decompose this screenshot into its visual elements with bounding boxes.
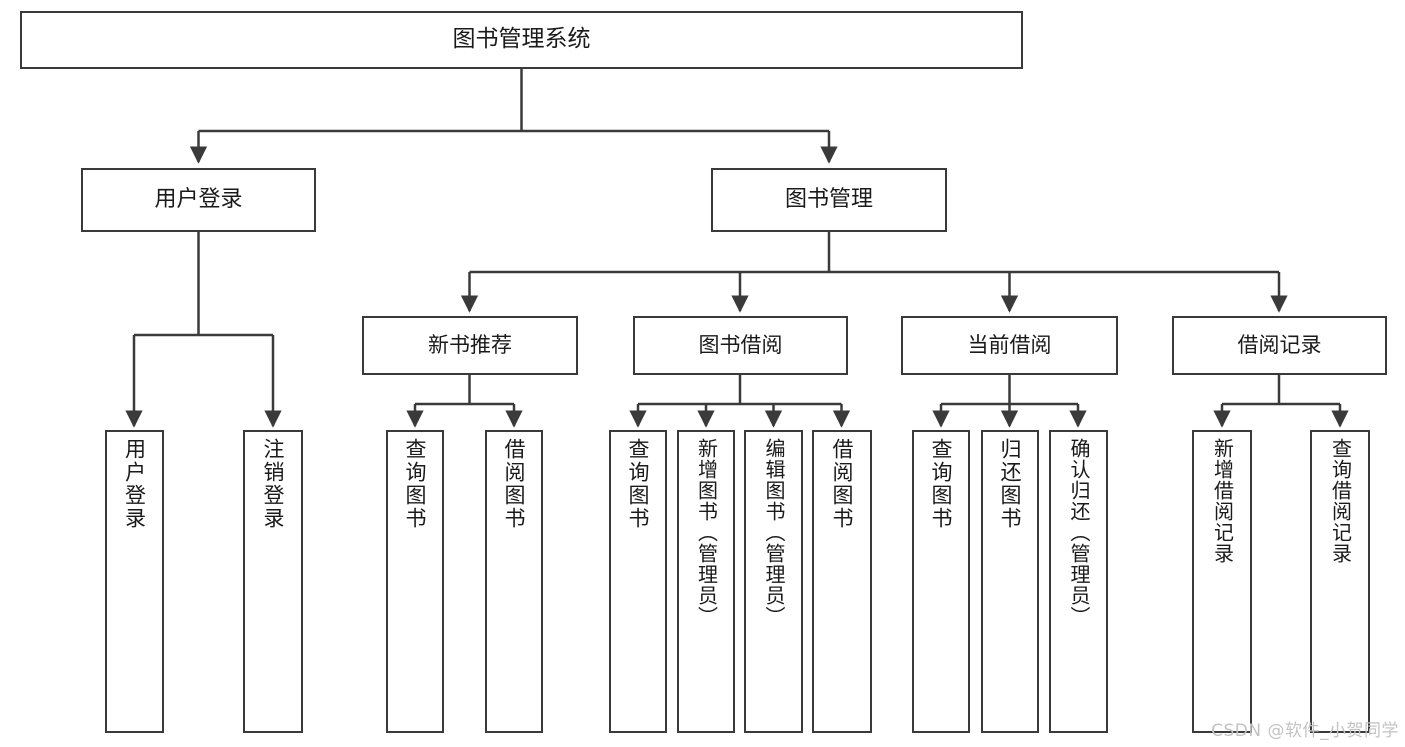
- node-root-system[interactable]: 图书管理系统: [20, 11, 1023, 69]
- node-current-borrow-label: 当前借阅: [967, 333, 1052, 358]
- node-borrow-record-label: 借阅记录: [1237, 333, 1322, 358]
- leaf-current-borrow-confirm[interactable]: 确认归还（管理员）: [1049, 430, 1108, 733]
- leaf-book-borrow-borrow[interactable]: 借阅图书: [812, 430, 872, 733]
- node-user-login[interactable]: 用户登录: [81, 168, 316, 232]
- leaf-book-borrow-query-label: 查询图书: [626, 438, 651, 530]
- leaf-user-login-signin-label: 用户登录: [122, 438, 147, 530]
- node-book-management[interactable]: 图书管理: [711, 168, 947, 232]
- csdn-watermark: CSDN @软件_小贺同学: [1211, 721, 1399, 741]
- leaf-user-login-signin[interactable]: 用户登录: [105, 430, 164, 733]
- leaf-book-borrow-query[interactable]: 查询图书: [609, 430, 667, 733]
- leaf-book-borrow-edit[interactable]: 编辑图书（管理员）: [744, 430, 803, 733]
- node-current-borrow[interactable]: 当前借阅: [901, 316, 1118, 375]
- leaf-current-borrow-return[interactable]: 归还图书: [981, 430, 1039, 733]
- leaf-current-borrow-query[interactable]: 查询图书: [912, 430, 970, 733]
- node-user-login-label: 用户登录: [154, 187, 243, 213]
- leaf-record-add[interactable]: 新增借阅记录: [1192, 430, 1252, 733]
- node-new-book-recommend[interactable]: 新书推荐: [362, 316, 578, 375]
- leaf-user-login-signout[interactable]: 注销登录: [243, 430, 303, 733]
- leaf-record-query[interactable]: 查询借阅记录: [1310, 430, 1370, 733]
- leaf-book-borrow-borrow-label: 借阅图书: [830, 438, 855, 530]
- leaf-new-book-query-label: 查询图书: [403, 438, 428, 530]
- leaf-record-add-label: 新增借阅记录: [1210, 438, 1235, 564]
- node-book-borrow-label: 图书借阅: [698, 333, 783, 358]
- leaf-new-book-borrow[interactable]: 借阅图书: [485, 430, 543, 733]
- leaf-record-query-label: 查询借阅记录: [1328, 438, 1353, 564]
- leaf-user-login-signout-label: 注销登录: [261, 438, 286, 530]
- leaf-book-borrow-edit-label: 编辑图书（管理员）: [762, 438, 786, 627]
- leaf-current-borrow-return-label: 归还图书: [998, 438, 1023, 530]
- leaf-new-book-query[interactable]: 查询图书: [386, 430, 444, 733]
- leaf-current-borrow-query-label: 查询图书: [929, 438, 954, 530]
- node-borrow-record[interactable]: 借阅记录: [1172, 316, 1387, 375]
- node-root-system-label: 图书管理系统: [452, 26, 591, 53]
- node-new-book-recommend-label: 新书推荐: [428, 333, 512, 358]
- leaf-book-borrow-add[interactable]: 新增图书（管理员）: [677, 430, 735, 733]
- leaf-book-borrow-add-label: 新增图书（管理员）: [694, 438, 719, 627]
- node-book-management-label: 图书管理: [784, 187, 873, 213]
- node-book-borrow[interactable]: 图书借阅: [633, 316, 848, 375]
- leaf-current-borrow-confirm-label: 确认归还（管理员）: [1067, 438, 1091, 627]
- leaf-new-book-borrow-label: 借阅图书: [502, 438, 527, 530]
